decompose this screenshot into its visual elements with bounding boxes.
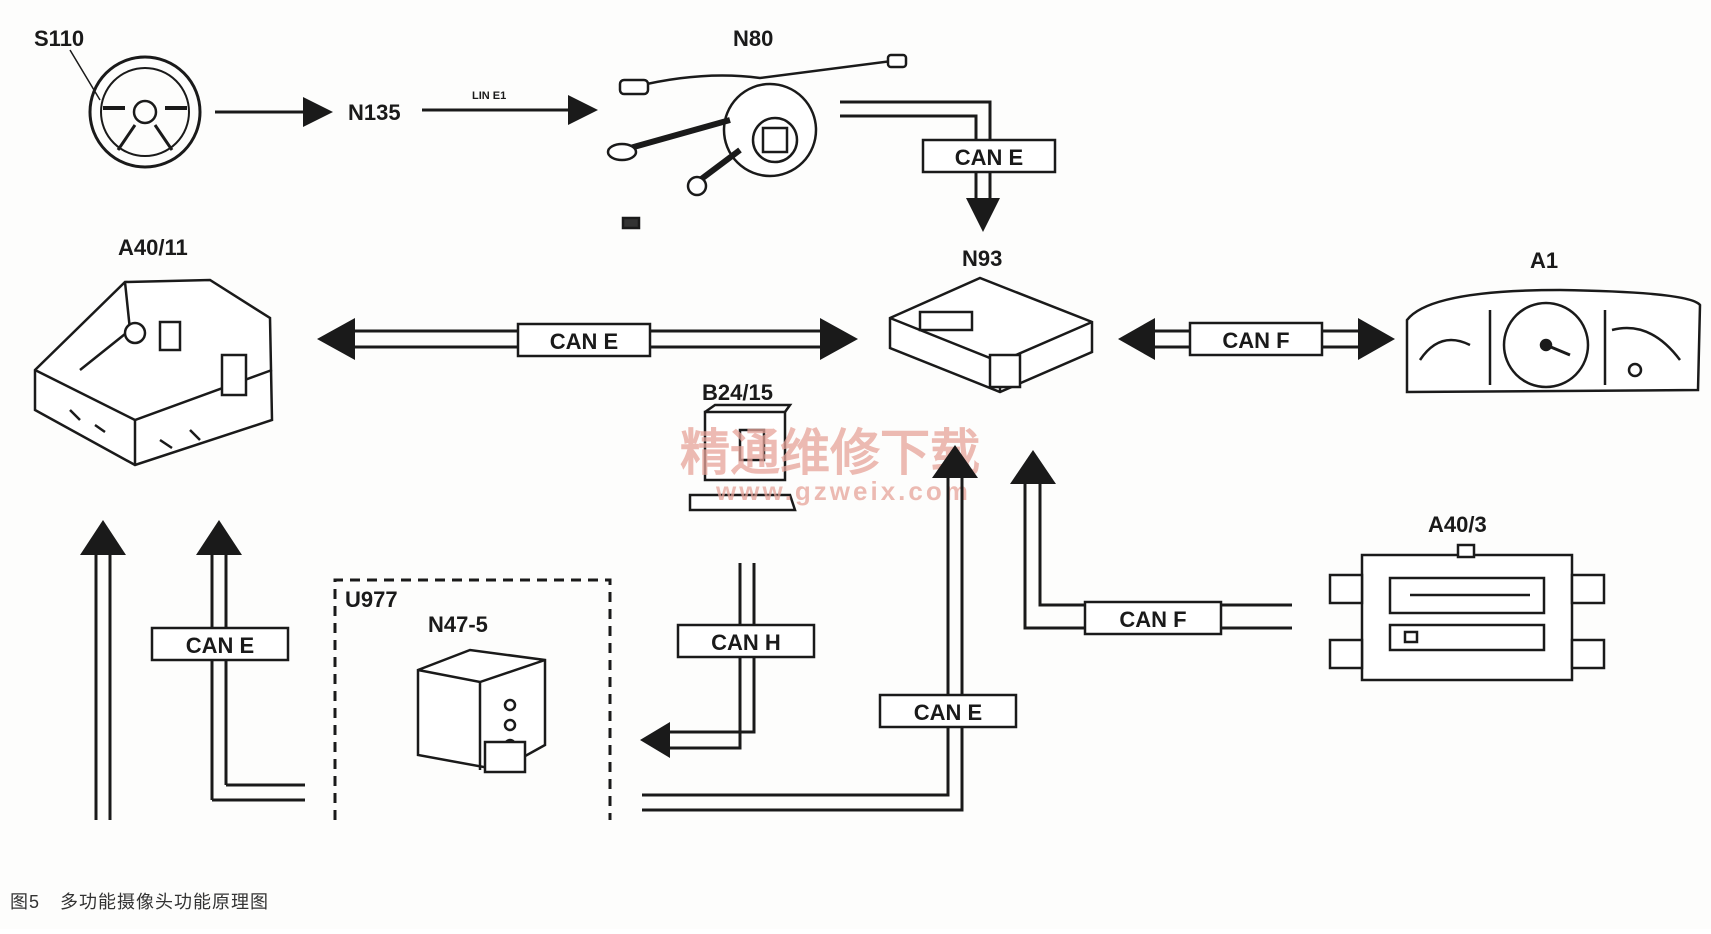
label-lin-e1: LIN E1 <box>472 90 506 102</box>
buslabel-box-b24-15-n47-5 <box>676 623 816 659</box>
label-n93: N93 <box>962 246 1002 271</box>
watermark-url: www.gzweix.com <box>715 476 971 506</box>
figure-title: 多功能摄像头功能原理图 <box>60 892 270 912</box>
buslabel-box-n80-n93 <box>921 138 1057 174</box>
buslabel-box-n93-a1 <box>1188 321 1324 357</box>
bus-u977-a40-11 <box>94 550 305 820</box>
buslabel-a40-11-n93: CAN E <box>550 329 618 354</box>
buslabel-a40-3-n93: CAN F <box>1119 607 1186 632</box>
label-n47-5: N47-5 <box>428 612 488 637</box>
label-n135: N135 <box>348 100 401 125</box>
buslabel-box-a40-3-n93 <box>1083 600 1223 636</box>
label-a40-11: A40/11 <box>118 235 188 260</box>
arrowhead-n93-bottom-left <box>932 445 978 478</box>
buslabel-box-a40-11-n93 <box>516 322 652 358</box>
unit-a40-3 <box>1328 543 1606 682</box>
sensor-b24-15 <box>688 403 797 512</box>
label-b24-15: B24/15 <box>702 380 773 405</box>
arrowhead-n47-5 <box>640 722 670 758</box>
buslabel-b24-15-n47-5: CAN H <box>711 630 781 655</box>
arrowhead-a40-11-right <box>196 520 242 555</box>
arrowhead-a40-11-left <box>80 520 126 555</box>
instrument-cluster-a1 <box>1405 288 1702 394</box>
unit-n47-5 <box>416 648 547 774</box>
buslabel-n80-n93: CAN E <box>955 145 1023 170</box>
module-n93 <box>888 276 1094 394</box>
buslabel-box-u977-a40-11 <box>150 626 290 662</box>
label-a1: A1 <box>1530 248 1558 273</box>
buslabel-u977-n93: CAN E <box>914 700 982 725</box>
bus-u977-n93 <box>642 475 964 812</box>
steering-wheel-s110 <box>69 49 202 169</box>
figure-caption: 图5 多功能摄像头功能原理图 <box>10 888 289 914</box>
buslabel-n93-a1: CAN F <box>1222 328 1289 353</box>
figure-number: 图5 <box>10 892 41 912</box>
u977-boundary <box>333 578 612 820</box>
watermark-text: 精通维修下载 <box>680 423 980 482</box>
label-u977: U977 <box>345 587 398 612</box>
arrowhead-n93-top <box>966 198 1000 232</box>
buslabel-u977-a40-11: CAN E <box>186 633 254 658</box>
buslabel-box-u977-n93 <box>878 693 1018 729</box>
label-a40-3: A40/3 <box>1428 512 1487 537</box>
module-a40-11 <box>33 278 274 467</box>
label-n80: N80 <box>733 26 773 51</box>
label-s110: S110 <box>34 26 84 51</box>
steering-column-switch-n80 <box>606 53 908 230</box>
arrowhead-n93-bottom-right <box>1010 450 1056 484</box>
